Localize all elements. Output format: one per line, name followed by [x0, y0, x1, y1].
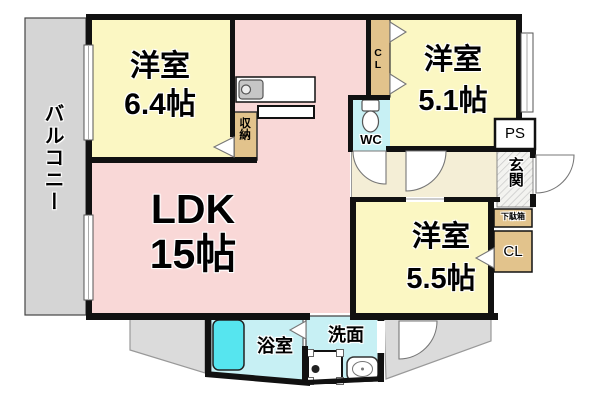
- walls: [86, 14, 536, 386]
- closet-right-label: CL: [503, 243, 523, 260]
- wall-entrance-stub-bottom: [530, 194, 536, 207]
- kitchen-sink-icon: [238, 79, 264, 100]
- opening-lines: [351, 152, 444, 200]
- balcony-area: [24, 17, 87, 316]
- door-swing-arc: [398, 320, 438, 360]
- room-western-6-4-size: 6.4帖: [124, 88, 196, 121]
- wall-right-upper: [516, 20, 522, 146]
- wall-entrance-stub-top: [530, 146, 536, 158]
- room-western-5-5-size: 5.5帖: [406, 263, 476, 295]
- fixtures: [212, 76, 380, 385]
- wall-washroom-bottom: [306, 376, 384, 385]
- wall-6-4-right: [230, 20, 235, 137]
- kitchen-counter-return: [257, 105, 315, 119]
- closet-right-box: [493, 230, 533, 273]
- door-swing-arc: [535, 154, 575, 194]
- wall-bathroom-bottom: [205, 371, 310, 386]
- folding-door-triangle: [474, 247, 495, 269]
- window-symbol: [83, 44, 94, 141]
- folding-door-triangle: [389, 21, 408, 43]
- room-western-5-5-label: 洋室: [411, 221, 470, 253]
- wall-bottom-left: [86, 313, 310, 320]
- door-swing-arc: [405, 150, 447, 192]
- washbasin-icon: [346, 356, 379, 382]
- opening-washroom-door: [377, 321, 385, 353]
- wall-wc-top: [350, 95, 390, 100]
- shoe-cabinet-label: 下駄箱: [501, 212, 525, 221]
- exterior-areas: [24, 17, 492, 380]
- wall-ldk-wc: [348, 95, 353, 152]
- room-western-5-5-floor: [356, 202, 488, 313]
- window-symbol: [520, 32, 534, 113]
- washroom-label: 洗面: [328, 325, 364, 345]
- wall-6-4-bottom: [86, 157, 257, 163]
- wall-closet-top-left: [366, 18, 371, 97]
- storage-label: 収納: [238, 117, 251, 140]
- room-western-5-1-label: 洋室: [423, 44, 482, 76]
- wall-5-5-top-left: [350, 197, 406, 202]
- closet-top-label: CL: [372, 47, 385, 71]
- room-western-6-4-floor: [92, 20, 230, 157]
- entrance-label: 玄関: [506, 157, 524, 187]
- folding-door-triangle: [288, 320, 307, 340]
- bathtub-icon: [212, 319, 245, 371]
- window-symbol: [83, 214, 94, 301]
- wall-top: [86, 14, 522, 20]
- wall-bottom-right: [350, 313, 498, 320]
- room-western-6-4-label: 洋室: [130, 50, 190, 83]
- folding-door-triangle: [389, 73, 408, 95]
- folding-door-triangle: [212, 136, 235, 158]
- room-ldk-size: 15帖: [149, 231, 237, 277]
- wall-left: [86, 14, 92, 320]
- pipe-space-box: [493, 117, 537, 151]
- doors: [212, 21, 575, 360]
- toilet-icon: [361, 99, 380, 133]
- balcony-label: バルコニー: [41, 103, 63, 213]
- exterior-ledge-left: [129, 315, 206, 374]
- washing-machine-pan-icon: [306, 349, 344, 385]
- wall-5-5-top-right: [444, 197, 500, 202]
- entrance-floor: [496, 150, 534, 208]
- door-swing-arc: [352, 150, 387, 185]
- windows: [83, 32, 534, 301]
- room-ldk-label: LDK: [150, 186, 236, 232]
- wc-label: WC: [360, 132, 382, 147]
- bathroom-label: 浴室: [257, 336, 293, 356]
- wall-bathroom-left: [205, 316, 211, 377]
- pipe-space-label: PS: [504, 125, 525, 142]
- room-western-5-1-size: 5.1帖: [418, 85, 488, 117]
- wall-bath-washroom: [302, 346, 308, 384]
- wall-5-1-bottom: [386, 146, 535, 152]
- wall-5-5-left: [350, 202, 356, 314]
